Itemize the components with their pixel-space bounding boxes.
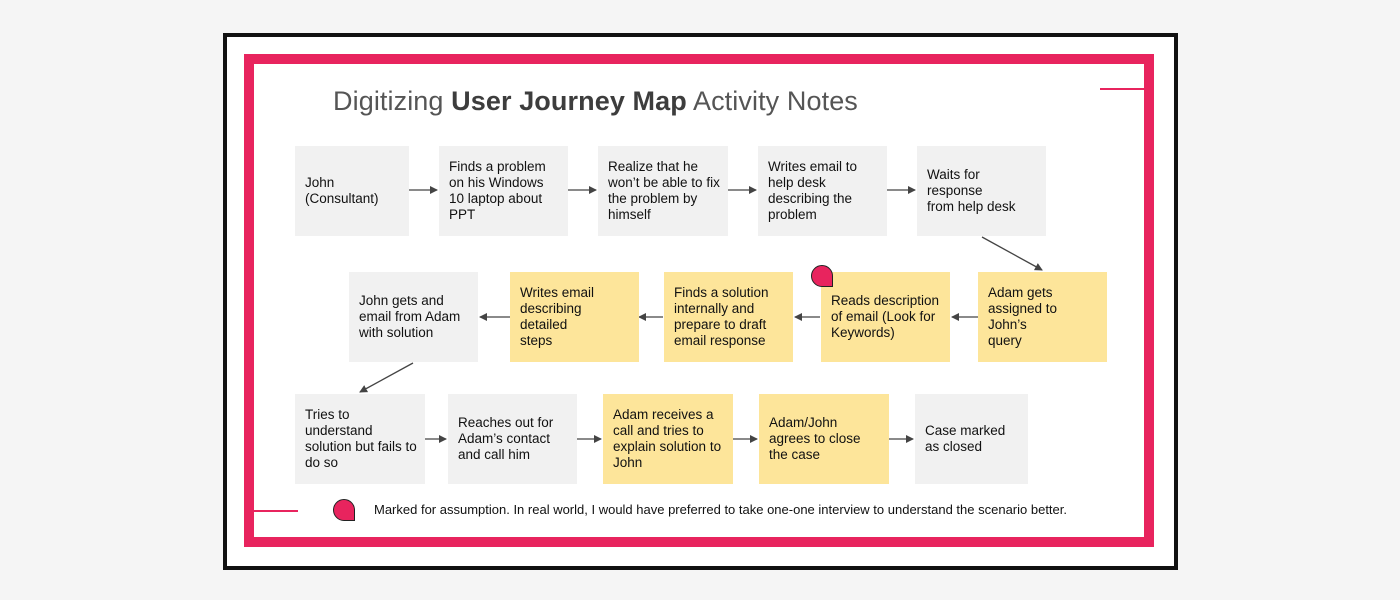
arrow-row2-to-row3 (359, 362, 414, 393)
accent-line-bottom-left (254, 510, 298, 512)
journey-step-card: John(Consultant) (295, 146, 409, 236)
pin-icon (811, 265, 833, 287)
accent-line-top-right (1100, 88, 1144, 90)
title-prefix: Digitizing (333, 86, 444, 116)
title-suffix: Activity Notes (692, 86, 858, 116)
legend-text: Marked for assumption. In real world, I … (374, 502, 1067, 517)
pin-icon (333, 499, 355, 521)
card-text: John(Consultant) (305, 175, 379, 206)
title-bold: User Journey Map (451, 86, 687, 116)
arrow-row1-to-row2 (981, 236, 1043, 271)
page-title: Digitizing User Journey Map Activity Not… (333, 86, 858, 117)
